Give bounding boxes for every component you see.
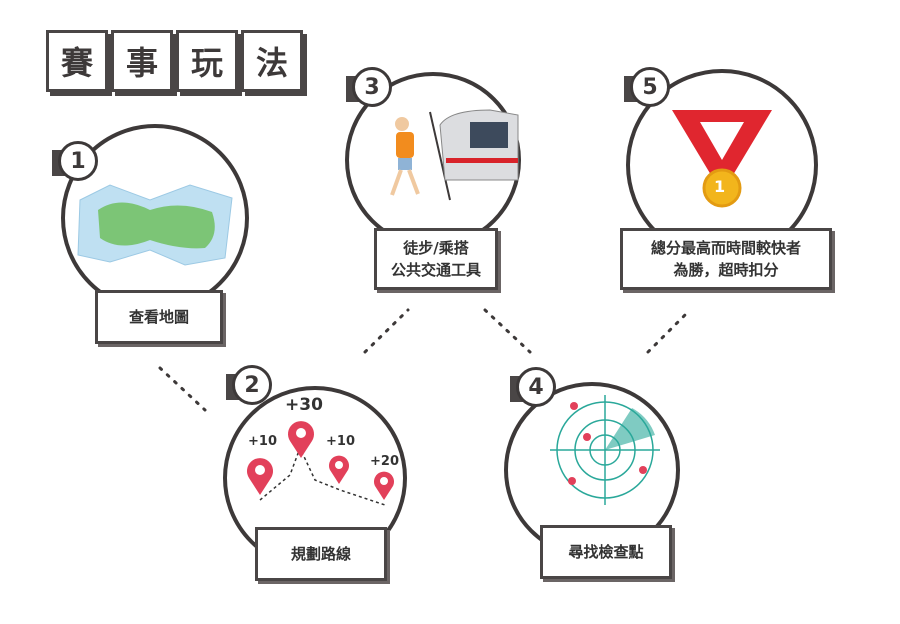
step-2-badge: 2 — [232, 365, 272, 405]
step-1-badge: 1 — [58, 141, 98, 181]
points-label: +30 — [285, 395, 323, 415]
connector-2-3 — [363, 308, 410, 354]
connector-1-2 — [158, 366, 207, 412]
title-tile: 玩 — [176, 30, 238, 92]
step-2-label: 規劃路線 — [255, 527, 387, 581]
map-icon — [77, 184, 233, 266]
title-tile: 事 — [111, 30, 173, 92]
train-icon — [439, 109, 519, 181]
step-5-badge: 5 — [630, 67, 670, 107]
medal-icon — [672, 110, 772, 208]
pin-icon — [374, 471, 394, 500]
route-map — [246, 421, 394, 506]
points-label: +20 — [370, 454, 399, 469]
medal-number: 1 — [714, 177, 726, 196]
step-3-badge: 3 — [352, 67, 392, 107]
connector-3-4 — [483, 308, 532, 354]
points-label: +10 — [248, 434, 277, 449]
connector-4-5 — [646, 308, 692, 354]
pin-icon — [288, 421, 315, 458]
title-tile: 法 — [241, 30, 303, 92]
pin-icon — [246, 458, 273, 495]
radar-icon — [550, 395, 660, 505]
step-3-label: 徒步/乘搭公共交通工具 — [374, 228, 498, 290]
pin-icon — [329, 455, 349, 484]
points-label: +10 — [326, 434, 355, 449]
step-5-label: 總分最高而時間較快者為勝，超時扣分 — [620, 228, 832, 290]
hiker-icon — [390, 117, 420, 196]
step-4-label: 尋找檢查點 — [540, 525, 672, 579]
step-1-label: 查看地圖 — [95, 290, 223, 344]
step-4-badge: 4 — [516, 367, 556, 407]
title-tile: 賽 — [46, 30, 108, 92]
